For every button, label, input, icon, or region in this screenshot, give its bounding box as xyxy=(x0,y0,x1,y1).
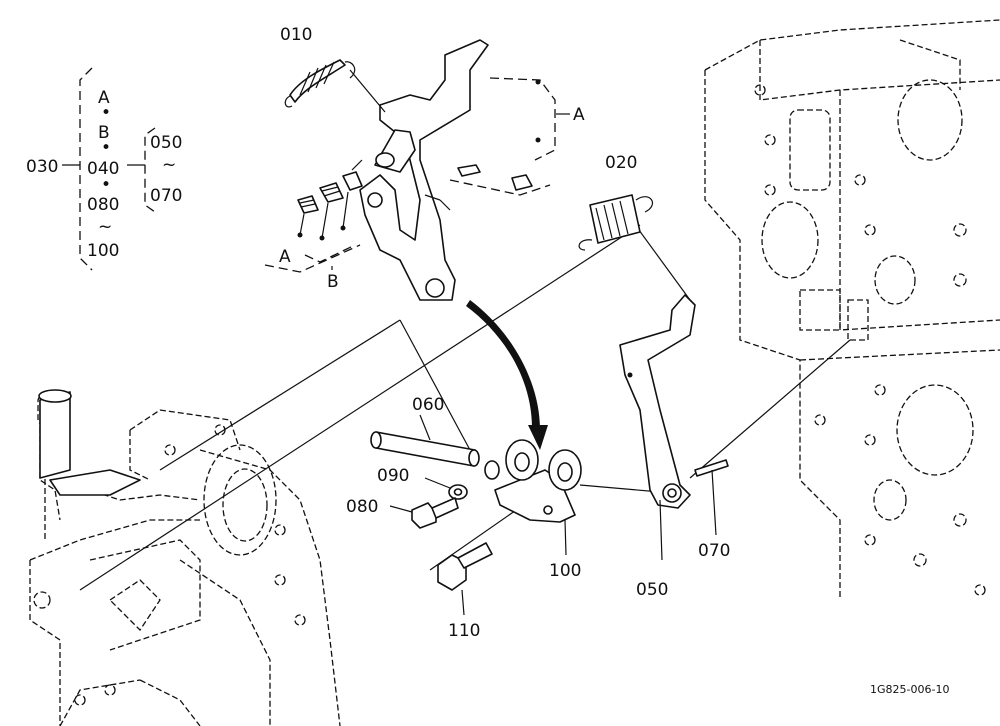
part-group-bracket xyxy=(62,67,156,271)
label-050: 050 xyxy=(636,580,668,600)
label-110: 110 xyxy=(448,621,480,641)
spring-020 xyxy=(578,194,654,251)
bracket-tilde-1: ~ xyxy=(98,217,112,237)
callout-b-bottom: B xyxy=(327,272,339,292)
assembly-lines xyxy=(79,214,851,591)
drawing-code: 1G825-006-10 xyxy=(870,683,949,696)
bracket-070: 070 xyxy=(150,186,182,206)
label-010: 010 xyxy=(280,25,312,45)
bracket-040: 040 xyxy=(87,159,119,179)
spring-set-left xyxy=(264,159,363,273)
governor-fork-assembly xyxy=(359,39,489,301)
callout-a-left: A xyxy=(279,247,291,267)
bolt-080 xyxy=(389,497,459,529)
label-030: 030 xyxy=(26,157,58,177)
label-060: 060 xyxy=(412,395,444,415)
shaft-060 xyxy=(370,414,480,467)
callout-a-bracket xyxy=(489,77,556,161)
pins-right xyxy=(457,164,533,191)
pin-070 xyxy=(694,459,729,477)
bracket-b: B xyxy=(98,123,110,143)
label-020: 020 xyxy=(605,153,637,173)
bolt-110 xyxy=(437,542,493,616)
bracket-050: 050 xyxy=(150,133,182,153)
label-080: 080 xyxy=(346,497,378,517)
spring-010 xyxy=(284,59,386,113)
callout-a-right: A xyxy=(573,105,585,125)
bracket-tilde-2: ~ xyxy=(162,155,176,175)
bracket-100: 100 xyxy=(87,241,119,261)
engine-block-outline xyxy=(704,19,1000,600)
arrow-head xyxy=(528,425,548,450)
bracket-dot-2: • xyxy=(101,138,111,158)
assembly-arrow xyxy=(466,300,540,430)
label-100: 100 xyxy=(549,561,581,581)
bracket-dot-3: • xyxy=(101,175,111,195)
bracket-080: 080 xyxy=(87,195,119,215)
stud-upper-left xyxy=(38,389,141,496)
bracket-dot-1: • xyxy=(101,103,111,123)
label-070: 070 xyxy=(698,541,730,561)
bracket-a: A xyxy=(98,88,110,108)
gear-case-outline xyxy=(29,394,341,726)
label-090: 090 xyxy=(377,466,409,486)
bracket-100 xyxy=(494,439,582,556)
lever-050 xyxy=(619,294,696,561)
